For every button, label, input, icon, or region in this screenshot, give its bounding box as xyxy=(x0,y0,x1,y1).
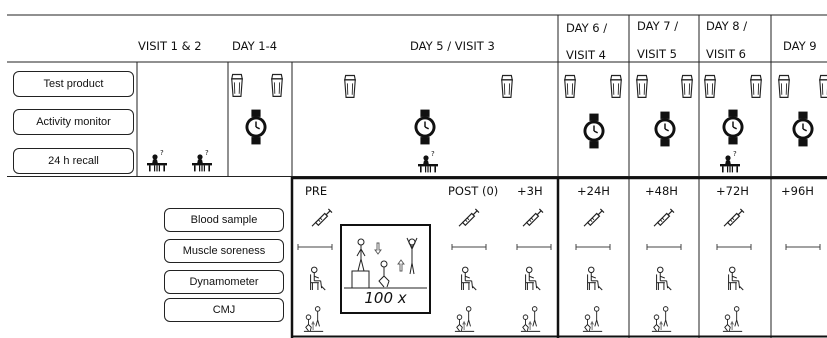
shaker-bottle-icon xyxy=(635,72,649,100)
dynamometer-chair-icon xyxy=(306,266,328,292)
visual-analog-scale-icon xyxy=(516,243,552,251)
visual-analog-scale-icon xyxy=(575,243,611,251)
repetitions-label: 100 x xyxy=(342,289,429,307)
timepoint-72h: +72H xyxy=(716,184,749,198)
syringe-icon xyxy=(652,208,676,228)
measure-label-dynamometer: Dynamometer xyxy=(164,270,284,294)
person-at-desk-icon xyxy=(145,148,169,172)
wristwatch-icon xyxy=(245,108,267,146)
dynamometer-chair-icon xyxy=(457,266,479,292)
dynamometer-chair-icon xyxy=(652,266,674,292)
timepoint-pre: PRE xyxy=(305,184,327,198)
person-at-desk-icon xyxy=(718,149,742,173)
drop-jump-exercise-panel: 100 x xyxy=(340,224,431,314)
shaker-bottle-icon xyxy=(343,72,357,100)
visual-analog-scale-icon xyxy=(785,243,821,251)
shaker-bottle-icon xyxy=(680,72,694,100)
dynamometer-chair-icon xyxy=(583,266,605,292)
measure-label-cmj: CMJ xyxy=(164,298,284,322)
wristwatch-icon xyxy=(654,110,676,148)
timepoint-96h: +96H xyxy=(781,184,814,198)
wristwatch-icon xyxy=(722,108,744,146)
wristwatch-icon xyxy=(414,108,436,146)
measure-label-muscle-soreness: Muscle soreness xyxy=(164,239,284,263)
shaker-bottle-icon xyxy=(749,72,763,100)
row-label-24h-recall: 24 h recall xyxy=(13,148,134,174)
dynamometer-chair-icon xyxy=(724,266,746,292)
shaker-bottle-icon xyxy=(777,72,791,100)
shaker-bottle-icon xyxy=(703,72,717,100)
timepoint-3h: +3H xyxy=(517,184,543,198)
shaker-bottle-icon xyxy=(818,72,827,100)
shaker-bottle-icon xyxy=(609,72,623,100)
syringe-icon xyxy=(457,208,481,228)
row-label-test-product: Test product xyxy=(13,71,134,97)
syringe-icon xyxy=(722,208,746,228)
visual-analog-scale-icon xyxy=(451,243,487,251)
visual-analog-scale-icon xyxy=(716,243,752,251)
timepoint-48h: +48H xyxy=(645,184,678,198)
shaker-bottle-icon xyxy=(563,72,577,100)
timepoint-24h: +24H xyxy=(577,184,610,198)
timepoint-post-0: POST (0) xyxy=(448,184,498,198)
syringe-icon xyxy=(582,208,606,228)
wristwatch-icon xyxy=(583,112,605,150)
countermovement-jump-icon xyxy=(722,306,744,332)
countermovement-jump-icon xyxy=(454,306,476,332)
person-at-desk-icon xyxy=(190,148,214,172)
shaker-bottle-icon xyxy=(500,72,514,100)
countermovement-jump-icon xyxy=(582,306,604,332)
countermovement-jump-icon xyxy=(520,306,542,332)
dynamometer-chair-icon xyxy=(521,266,543,292)
shaker-bottle-icon xyxy=(270,71,284,99)
person-at-desk-icon xyxy=(416,149,440,173)
countermovement-jump-icon xyxy=(303,306,325,332)
shaker-bottle-icon xyxy=(230,71,244,99)
syringe-icon xyxy=(521,208,545,228)
syringe-icon xyxy=(310,208,334,228)
visual-analog-scale-icon xyxy=(297,243,333,251)
wristwatch-icon xyxy=(792,110,814,148)
visual-analog-scale-icon xyxy=(646,243,682,251)
row-label-activity-monitor: Activity monitor xyxy=(13,109,134,135)
countermovement-jump-icon xyxy=(651,306,673,332)
measure-label-blood-sample: Blood sample xyxy=(164,208,284,232)
